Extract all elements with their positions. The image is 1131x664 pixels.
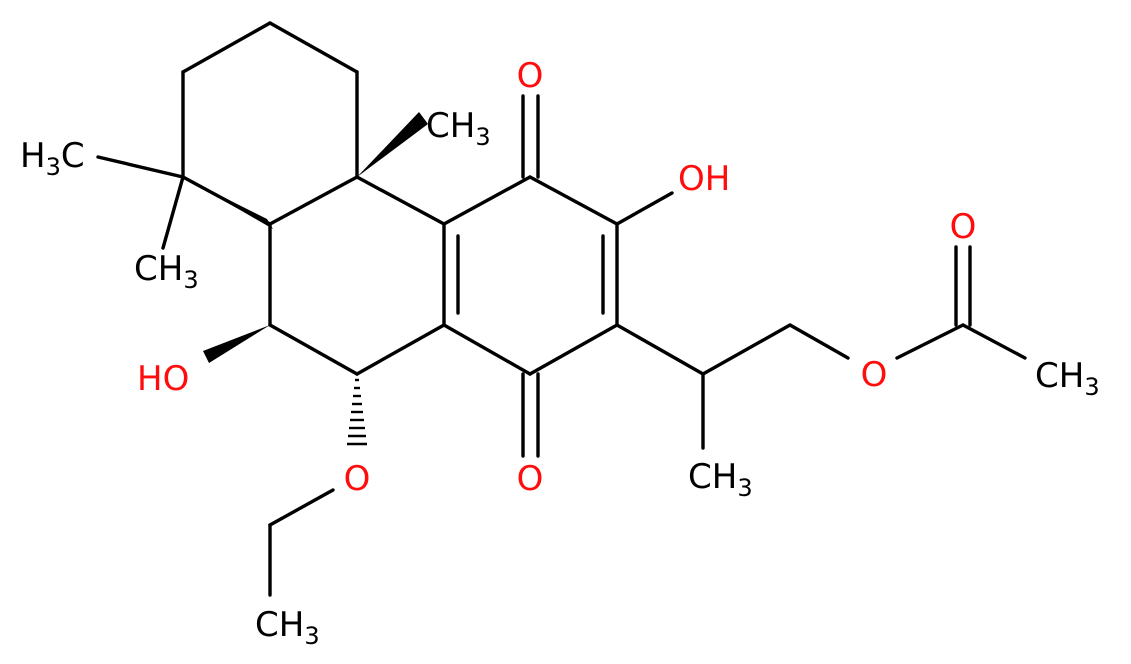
bond [701, 323, 792, 376]
bond [268, 323, 359, 376]
bond [615, 323, 705, 376]
bond [528, 323, 619, 376]
methyl-label-ethyl: CH3 [255, 605, 320, 650]
bond [181, 21, 272, 74]
oxygen-label-ether: O [344, 459, 371, 499]
methyl-label-angular: CH3 [426, 106, 491, 151]
oxygen-label-quinone-top: O [517, 56, 544, 96]
wedge-bond [203, 325, 270, 363]
bond [96, 155, 185, 179]
methyl-label-branch: CH3 [688, 457, 753, 502]
bond [442, 175, 532, 226]
bond [895, 323, 965, 360]
bond [528, 175, 619, 226]
bond [161, 175, 185, 250]
atom-labels: CH3 H3C CH3 O O OH HO O CH3 CH3 O O CH3 [20, 56, 1100, 650]
bond [268, 175, 359, 226]
wedge-bond [357, 112, 428, 177]
oxygen-label-ester: O [861, 355, 888, 395]
bond [442, 323, 532, 376]
methyl-label-acetyl: CH3 [1035, 356, 1100, 401]
bond [355, 323, 446, 376]
bond [788, 323, 850, 360]
bond-network [96, 21, 1027, 597]
methyl-label-gem: CH3 [134, 249, 199, 294]
methyl-label-left: H3C [20, 136, 85, 181]
oxygen-label-quinone-bottom: O [517, 459, 544, 499]
bond [615, 191, 674, 226]
hashed-bond [347, 378, 367, 446]
bond [268, 488, 335, 527]
wedge-bond [183, 177, 273, 229]
hydroxyl-label-ring-c: OH [678, 159, 730, 199]
oxygen-label-carbonyl: O [950, 207, 977, 247]
hydroxyl-label-ring-b: HO [137, 359, 189, 399]
bond [355, 175, 446, 226]
bond [268, 21, 359, 74]
bond [961, 323, 1027, 360]
